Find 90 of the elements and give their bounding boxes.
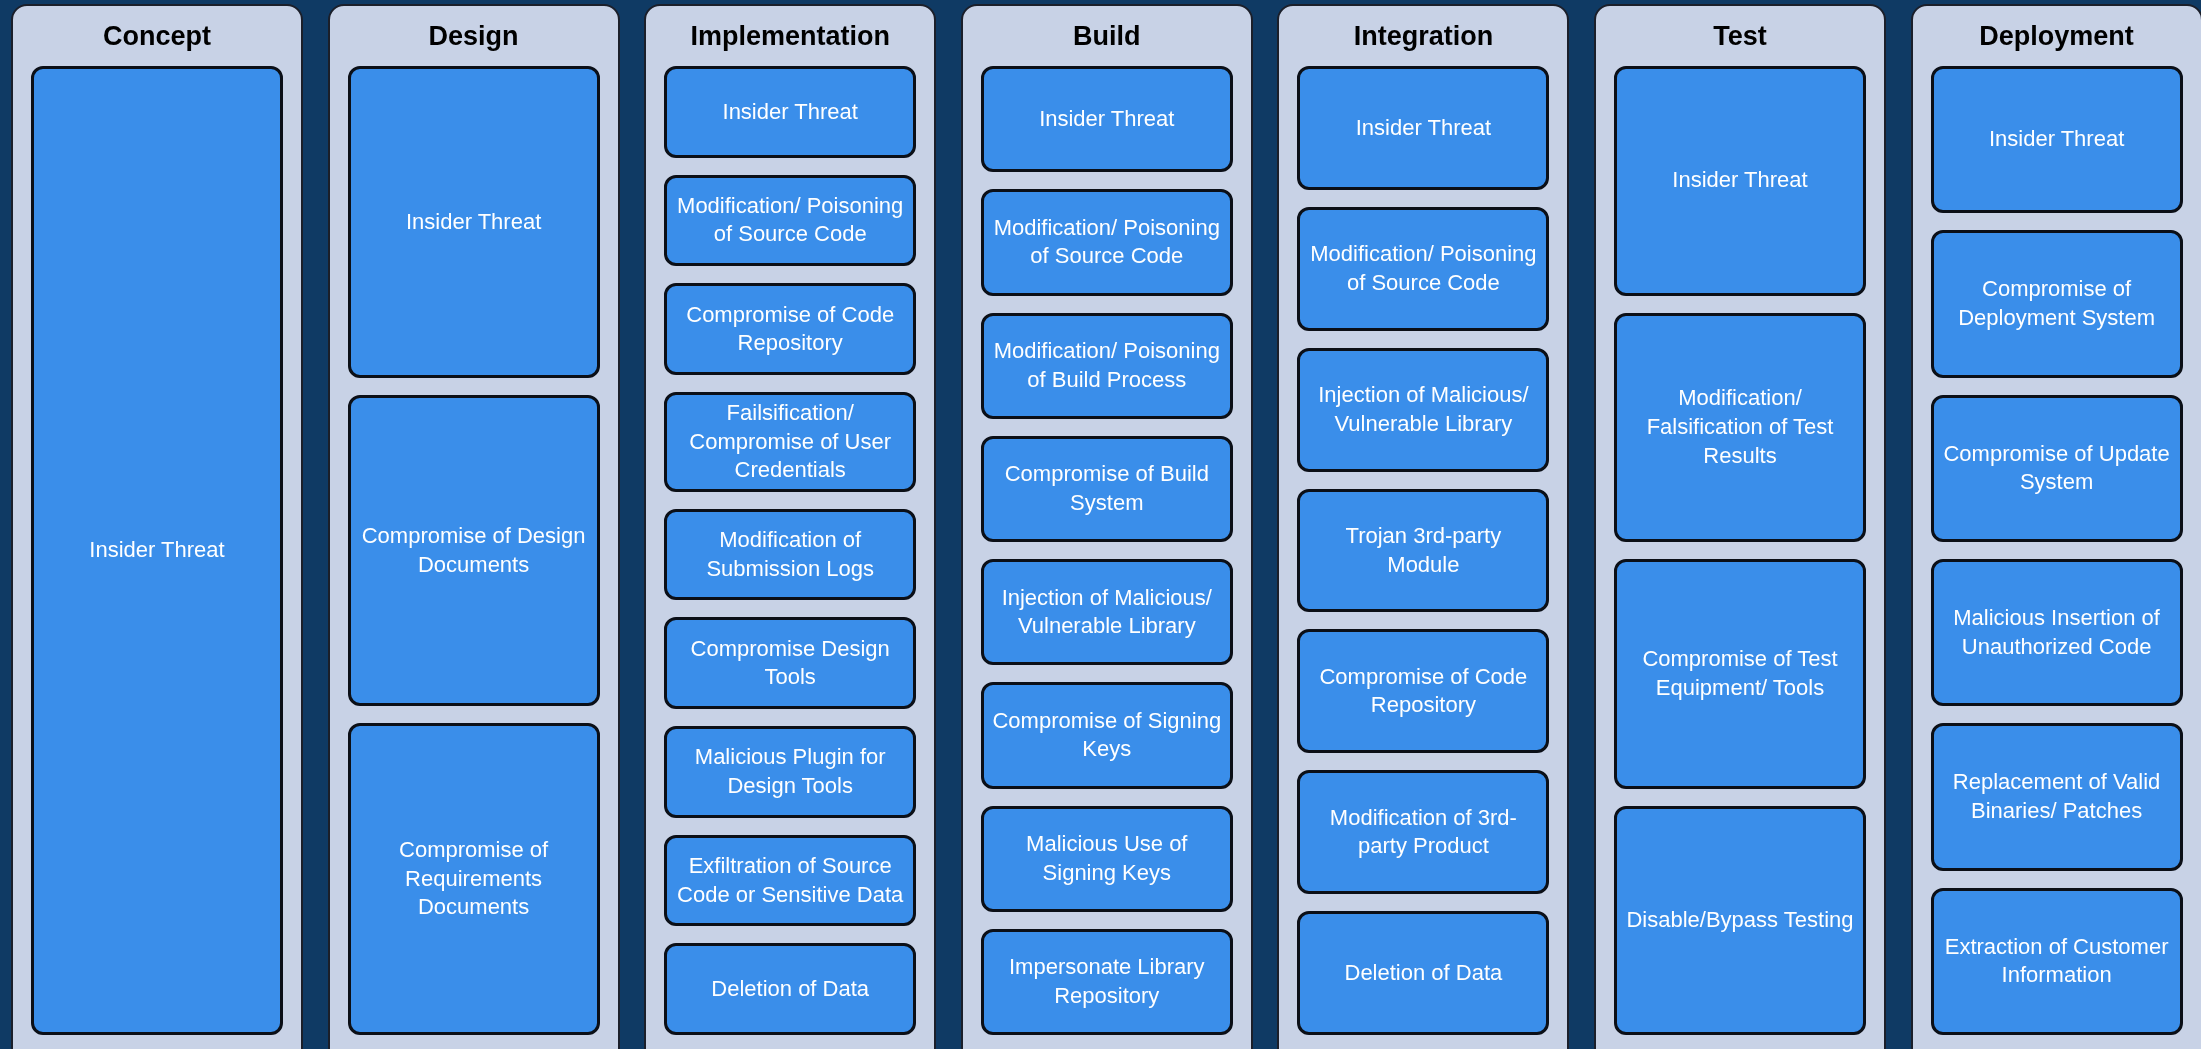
- threat-box: [1297, 770, 1550, 895]
- threat-label: Disable/Bypass Testing: [1626, 905, 1854, 934]
- threat-label: Compromise of Test Equipment/ Tools: [1641, 645, 1839, 702]
- threat-label: Trojan 3rd-party Module: [1344, 521, 1503, 579]
- phase-heading: Implementation: [690, 19, 890, 53]
- threat-box: [1614, 805, 1866, 1035]
- threat-box: [1297, 488, 1550, 613]
- threat-box: [664, 508, 917, 601]
- threat-label: Modification/ Poisoning of Source Code: [676, 191, 905, 249]
- threat-box: [347, 723, 600, 1035]
- threat-box: [664, 943, 917, 1036]
- threat-box: [347, 394, 600, 707]
- threat-box: [31, 66, 283, 1035]
- threat-box: [1297, 347, 1550, 472]
- threat-label: Compromise of Deployment System: [1957, 275, 2156, 332]
- phase-column: [1910, 4, 2201, 1049]
- threat-label: Extraction of Customer Information: [1943, 932, 2170, 990]
- phase-column: [1277, 4, 1570, 1049]
- threat-box: [1297, 629, 1550, 754]
- threat-box: [980, 682, 1233, 789]
- threat-box: [1297, 206, 1550, 331]
- threat-label: Exfiltration of Source Code or Sensitive Data: [676, 851, 905, 909]
- threat-box: [347, 66, 600, 378]
- threat-box: [1297, 911, 1550, 1035]
- threat-label: Injection of Malicious/ Vulnerable Library: [1000, 583, 1213, 641]
- threat-box: [664, 66, 917, 158]
- threat-box: [1930, 723, 2183, 871]
- threat-label: Insider Threat: [1355, 113, 1492, 142]
- threat-label: Deletion of Data: [1344, 958, 1503, 987]
- threat-box: [1930, 887, 2183, 1035]
- phase-column: [11, 4, 303, 1049]
- threat-box: [664, 391, 917, 492]
- threat-label: Deletion of Data: [711, 974, 870, 1003]
- threat-label: Modification/ Poisoning of Source Code: [992, 213, 1221, 271]
- threat-label: Insider Threat: [405, 207, 542, 236]
- threat-label: Impersonate Library Repository: [1007, 953, 1206, 1010]
- threat-label: Insider Threat: [1988, 125, 2125, 154]
- threat-label: Compromise of Update System: [1942, 439, 2171, 497]
- threat-box: [1930, 230, 2183, 378]
- phase-heading: Concept: [103, 19, 211, 53]
- phase-heading: Integration: [1353, 19, 1494, 53]
- phase-heading: Deployment: [1979, 19, 2134, 53]
- threat-box: [1614, 312, 1866, 542]
- threat-label: Malicious Plugin for Design Tools: [693, 743, 887, 800]
- threat-box: [1930, 66, 2183, 214]
- threat-box: [664, 834, 917, 927]
- threat-label: Compromise of Design Documents: [360, 521, 587, 579]
- threat-label: Compromise of Build System: [1003, 460, 1210, 517]
- threat-box: [1297, 66, 1550, 190]
- threat-box: [664, 174, 917, 267]
- threat-label: Insider Threat: [1039, 104, 1175, 133]
- threat-box: [980, 66, 1233, 173]
- threat-box: [1614, 66, 1866, 296]
- phase-heading: Build: [1073, 19, 1141, 53]
- threat-box: [1930, 394, 2183, 542]
- threat-label: Compromise of Requirements Documents: [398, 836, 550, 922]
- threat-box: [980, 928, 1233, 1035]
- threat-label: Injection of Malicious/ Vulnerable Library: [1317, 381, 1530, 438]
- threat-box: [980, 189, 1233, 296]
- threat-box: [980, 435, 1233, 542]
- threat-box: [980, 312, 1233, 419]
- threat-box: [664, 617, 917, 710]
- threat-label: Insider Threat: [1672, 166, 1808, 195]
- threat-label: Modification of 3rd-party Product: [1328, 803, 1518, 861]
- threat-box: [664, 283, 917, 375]
- phase-column: [1594, 4, 1886, 1049]
- phase-column: [960, 4, 1253, 1049]
- threat-label: Compromise Design Tools: [689, 634, 891, 692]
- phase-column: [327, 4, 620, 1049]
- threat-box: [664, 726, 917, 818]
- threat-label: Compromise of Signing Keys: [991, 706, 1222, 764]
- threat-label: Modification of Submission Logs: [705, 526, 875, 583]
- threat-box: [980, 559, 1233, 666]
- phase-heading: Design: [428, 19, 519, 53]
- threat-label: Failsification/ Compromise of User Credentials: [688, 398, 893, 485]
- phase-heading: Test: [1713, 19, 1767, 53]
- threat-label: Compromise of Code Repository: [685, 300, 896, 358]
- threat-box: [980, 805, 1233, 912]
- threat-label: Compromise of Code Repository: [1318, 662, 1529, 720]
- phase-column: [644, 4, 937, 1049]
- threat-label: Insider Threat: [722, 97, 858, 126]
- threat-label: Modification/ Poisoning of Build Process: [992, 337, 1221, 394]
- threat-label: Replacement of Valid Binaries/ Patches: [1951, 768, 2162, 825]
- threat-label: Malicious Use of Signing Keys: [1025, 830, 1189, 887]
- threat-box: [1614, 559, 1866, 789]
- threat-label: Modification/ Poisoning of Source Code: [1309, 240, 1538, 297]
- threat-label: Malicious Insertion of Unauthorized Code: [1952, 604, 2161, 661]
- threat-box: [1930, 559, 2183, 707]
- threat-label: Insider Threat: [89, 536, 225, 565]
- threat-label: Modification/ Falsification of Test Results: [1645, 384, 1835, 470]
